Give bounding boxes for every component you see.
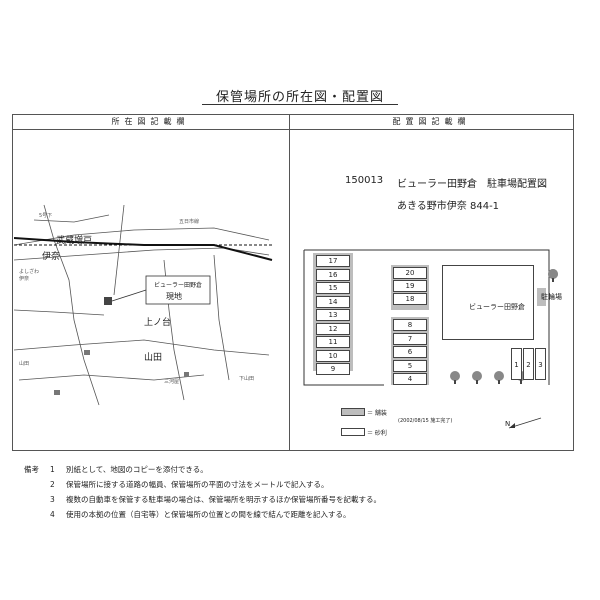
note-text: 保管場所に接する道路の幅員、保管場所の平面の寸法をメートルで記入する。: [66, 480, 329, 489]
parking-slot: 17: [316, 255, 350, 267]
parking-slot: 10: [316, 349, 350, 362]
parking-slot: 16: [316, 268, 350, 281]
tree-icon: [494, 371, 504, 384]
parking-slot: 11: [316, 336, 350, 348]
bike-label: 駐輪場: [541, 293, 562, 301]
map-small-4: 伊奈: [19, 276, 30, 282]
map-label-area1: 上ノ台: [144, 318, 172, 328]
notes: 備考 1 別紙として、地図のコピーを添付できる。 2 保管場所に接する道路の幅員、保管場…: [24, 462, 381, 522]
note-text: 複数の自動車を保管する駐車場の場合は、保管場所を明示するほか保管場所番号を記載す…: [66, 495, 381, 504]
note-text: 使用の本拠の位置（自宅等）と保管場所の位置との間を線で結んで距離を記入する。: [66, 510, 351, 519]
map-small-1: 5号下: [39, 213, 53, 219]
note-number: 1: [50, 465, 55, 474]
legend-paved-label: ＝ 舗装: [367, 410, 387, 417]
note-item: 備考 1 別紙として、地図のコピーを添付できる。: [24, 462, 381, 477]
note-heading: 備考: [24, 465, 39, 474]
legend-paved-swatch: [341, 408, 365, 416]
tree-icon: [548, 269, 558, 282]
left-header: 所在図記載欄: [12, 114, 289, 130]
map-small-5: 山田: [19, 361, 30, 367]
map-small-3: よしざわ: [19, 269, 40, 275]
map-label-town1: 武蔵増戸: [56, 236, 93, 246]
parking-slot: 8: [393, 319, 427, 331]
map-callout-name: ビューラー田野倉: [154, 282, 203, 289]
map-small-2: 五日市線: [179, 219, 200, 225]
tree-icon: [450, 371, 460, 384]
map-callout-site: 現地: [166, 292, 182, 301]
map-label-town2: 伊奈: [42, 252, 61, 262]
layout-title: ビューラー田野倉 駐車場配置図: [397, 179, 547, 190]
note-item: 3 複数の自動車を保管する駐車場の場合は、保管場所を明示するほか保管場所番号を記載…: [24, 492, 381, 507]
column-divider: [289, 114, 290, 451]
building-label: ビューラー田野倉: [467, 302, 527, 312]
legend-paved-note: (2002/08/15 施工完了): [398, 418, 453, 424]
legend-gravel-swatch: [341, 428, 365, 436]
page-title: 保管場所の所在図・配置図: [215, 90, 384, 105]
parking-slot: 15: [316, 282, 350, 294]
note-text: 別紙として、地図のコピーを添付できる。: [66, 465, 208, 474]
parking-slot: 20: [393, 267, 427, 279]
north-label: N: [505, 420, 511, 428]
parking-slot: 1: [511, 348, 522, 380]
parking-slot: 14: [316, 295, 350, 308]
note-number: 3: [50, 495, 55, 504]
map-roads: [14, 204, 273, 406]
parking-slot: 5: [393, 359, 427, 372]
layout-code: 150013: [345, 175, 384, 186]
note-number: 2: [50, 480, 55, 489]
parking-slot: 4: [393, 373, 427, 385]
parking-slot: 18: [393, 293, 427, 305]
form-frame: [12, 114, 574, 451]
site-marker: [104, 297, 112, 305]
parking-slot: 6: [393, 346, 427, 358]
map-small-7: 下山田: [239, 376, 255, 382]
parking-slot: 7: [393, 332, 427, 345]
legend-gravel-label: ＝ 砂利: [367, 430, 387, 437]
bike-shelter: [537, 288, 546, 306]
lot-outline: [303, 249, 550, 386]
note-number: 4: [50, 510, 55, 519]
note-item: 4 使用の本拠の位置（自宅等）と保管場所の位置との間を線で結んで距離を記入する。: [24, 507, 381, 522]
parking-slot: 12: [316, 322, 350, 335]
parking-slot: 3: [535, 348, 546, 380]
layout-address: あきる野市伊奈 844-1: [397, 201, 500, 212]
parking-slot: 19: [393, 280, 427, 292]
north-arrow-icon: [508, 417, 542, 429]
parking-slot: 9: [316, 363, 350, 375]
note-item: 2 保管場所に接する道路の幅員、保管場所の平面の寸法をメートルで記入する。: [24, 477, 381, 492]
title-underline: [202, 104, 398, 105]
map-small-6: 三河屋: [164, 379, 180, 385]
right-header: 配置図記載欄: [289, 114, 574, 130]
parking-slot: 13: [316, 309, 350, 321]
location-map: 武蔵増戸 伊奈 上ノ台 山田 ビューラー田野倉 現地 5号下 五日市線 よしざわ…: [14, 200, 274, 410]
map-label-area2: 山田: [144, 353, 163, 363]
tree-icon: [472, 371, 482, 384]
parking-slot: 2: [523, 348, 534, 380]
